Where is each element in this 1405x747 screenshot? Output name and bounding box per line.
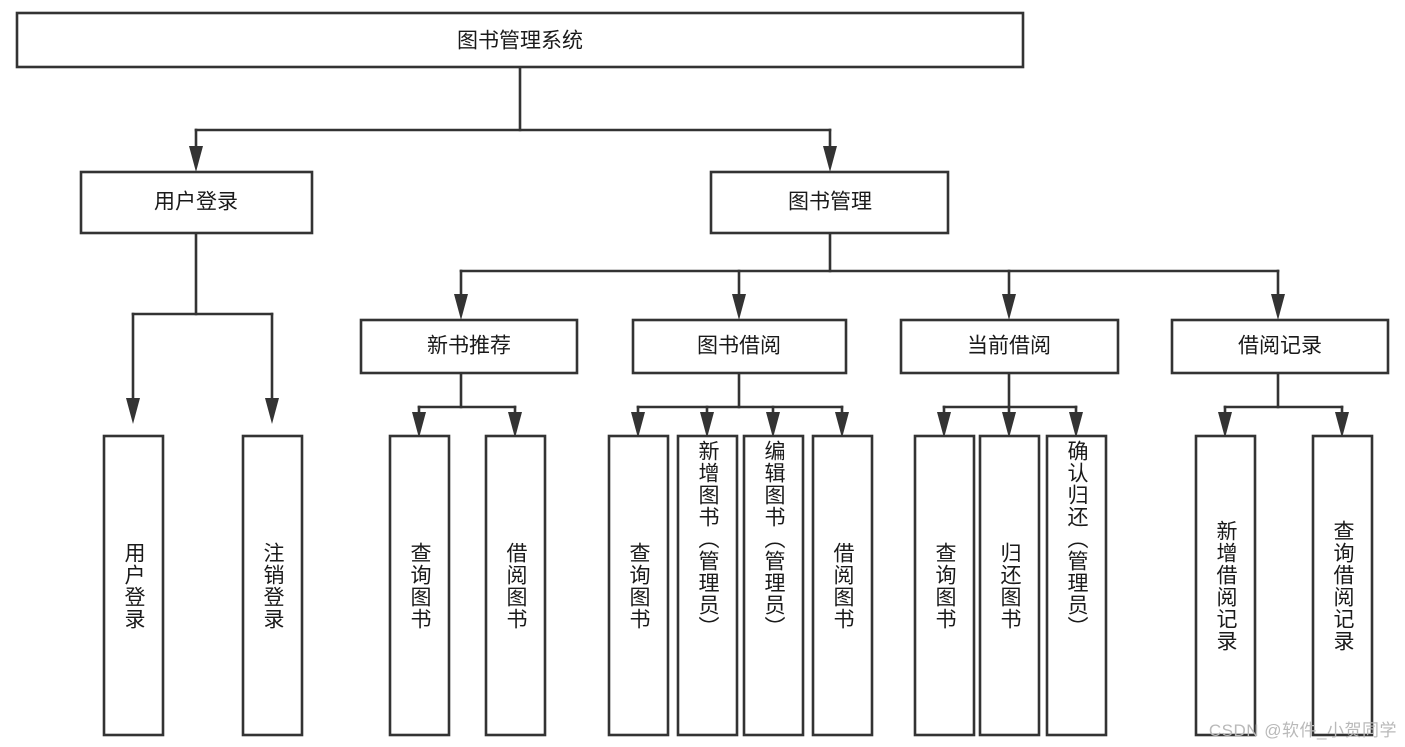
node-book-borrow[interactable]: 图书借阅 <box>631 318 848 375</box>
arrow-head-book-mgmt <box>823 146 837 172</box>
node-borrow-record-label: 借阅记录 <box>1238 335 1322 358</box>
leaf-box-new-book-1[interactable] <box>388 434 451 737</box>
node-current-borrow[interactable]: 当前借阅 <box>899 318 1120 375</box>
arrow-head-leaf-borrow-record-2 <box>1335 412 1349 438</box>
node-user-login-label: 用户登录 <box>154 191 238 214</box>
node-book-management[interactable]: 图书管理 <box>709 170 950 235</box>
node-current-borrow-box[interactable] <box>899 318 1120 375</box>
arrow-head-leaf-book-borrow-3 <box>766 412 780 438</box>
arrow-head-leaf-new-book-1 <box>412 412 426 438</box>
node-new-book-recommend[interactable]: 新书推荐 <box>359 318 579 375</box>
arrow-head-leaf-current-borrow-2 <box>1002 412 1016 438</box>
arrow-head-leaf-book-borrow-4 <box>835 412 849 438</box>
arrow-head-borrow-record <box>1271 294 1285 320</box>
leaf-box-borrow-record-1[interactable] <box>1194 434 1257 737</box>
node-book-borrow-box[interactable] <box>631 318 848 375</box>
node-book-borrow-label: 图书借阅 <box>697 335 781 358</box>
arrow-head-leaf-user-login-2 <box>265 398 279 424</box>
leaf-box-new-book-2[interactable] <box>484 434 547 737</box>
arrow-head-new-book <box>454 294 468 320</box>
arrow-head-current-borrow <box>1002 294 1016 320</box>
arrow-head-leaf-current-borrow-1 <box>937 412 951 438</box>
node-book-management-label: 图书管理 <box>788 191 872 214</box>
leaf-box-current-borrow-1[interactable] <box>913 434 976 737</box>
leaf-box-book-borrow-4[interactable] <box>811 434 874 737</box>
node-book-management-box[interactable] <box>709 170 950 235</box>
node-root-box[interactable] <box>15 11 1025 69</box>
arrow-head-book-borrow <box>732 294 746 320</box>
leaf-box-borrow-record-2[interactable] <box>1311 434 1374 737</box>
leaf-box-current-borrow-3[interactable] <box>1045 434 1108 737</box>
node-new-book-recommend-box[interactable] <box>359 318 579 375</box>
arrow-head-leaf-current-borrow-3 <box>1069 412 1083 438</box>
leaf-box-book-borrow-2[interactable] <box>676 434 739 737</box>
arrow-head-leaf-borrow-record-1 <box>1218 412 1232 438</box>
arrow-head-user-login <box>189 146 203 172</box>
arrow-head-leaf-new-book-2 <box>508 412 522 438</box>
node-new-book-recommend-label: 新书推荐 <box>427 335 511 358</box>
node-user-login[interactable]: 用户登录 <box>79 170 314 235</box>
node-user-login-box[interactable] <box>79 170 314 235</box>
arrow-head-leaf-user-login-1 <box>126 398 140 424</box>
connector-group <box>126 65 1349 438</box>
leaf-box-user-login-2[interactable] <box>241 434 304 737</box>
node-borrow-record[interactable]: 借阅记录 <box>1170 318 1390 375</box>
node-current-borrow-label: 当前借阅 <box>967 335 1051 358</box>
leaf-box-current-borrow-2[interactable] <box>978 434 1041 737</box>
arrow-head-leaf-book-borrow-2 <box>700 412 714 438</box>
leaf-box-book-borrow-1[interactable] <box>607 434 670 737</box>
watermark-text: CSDN @软件_小贺同学 <box>1208 721 1397 740</box>
node-root-label: 图书管理系统 <box>457 30 583 53</box>
node-borrow-record-box[interactable] <box>1170 318 1390 375</box>
leaf-box-user-login-1[interactable] <box>102 434 165 737</box>
node-root[interactable]: 图书管理系统 <box>15 11 1025 69</box>
leaf-box-book-borrow-3[interactable] <box>742 434 805 737</box>
arrow-head-leaf-book-borrow-1 <box>631 412 645 438</box>
